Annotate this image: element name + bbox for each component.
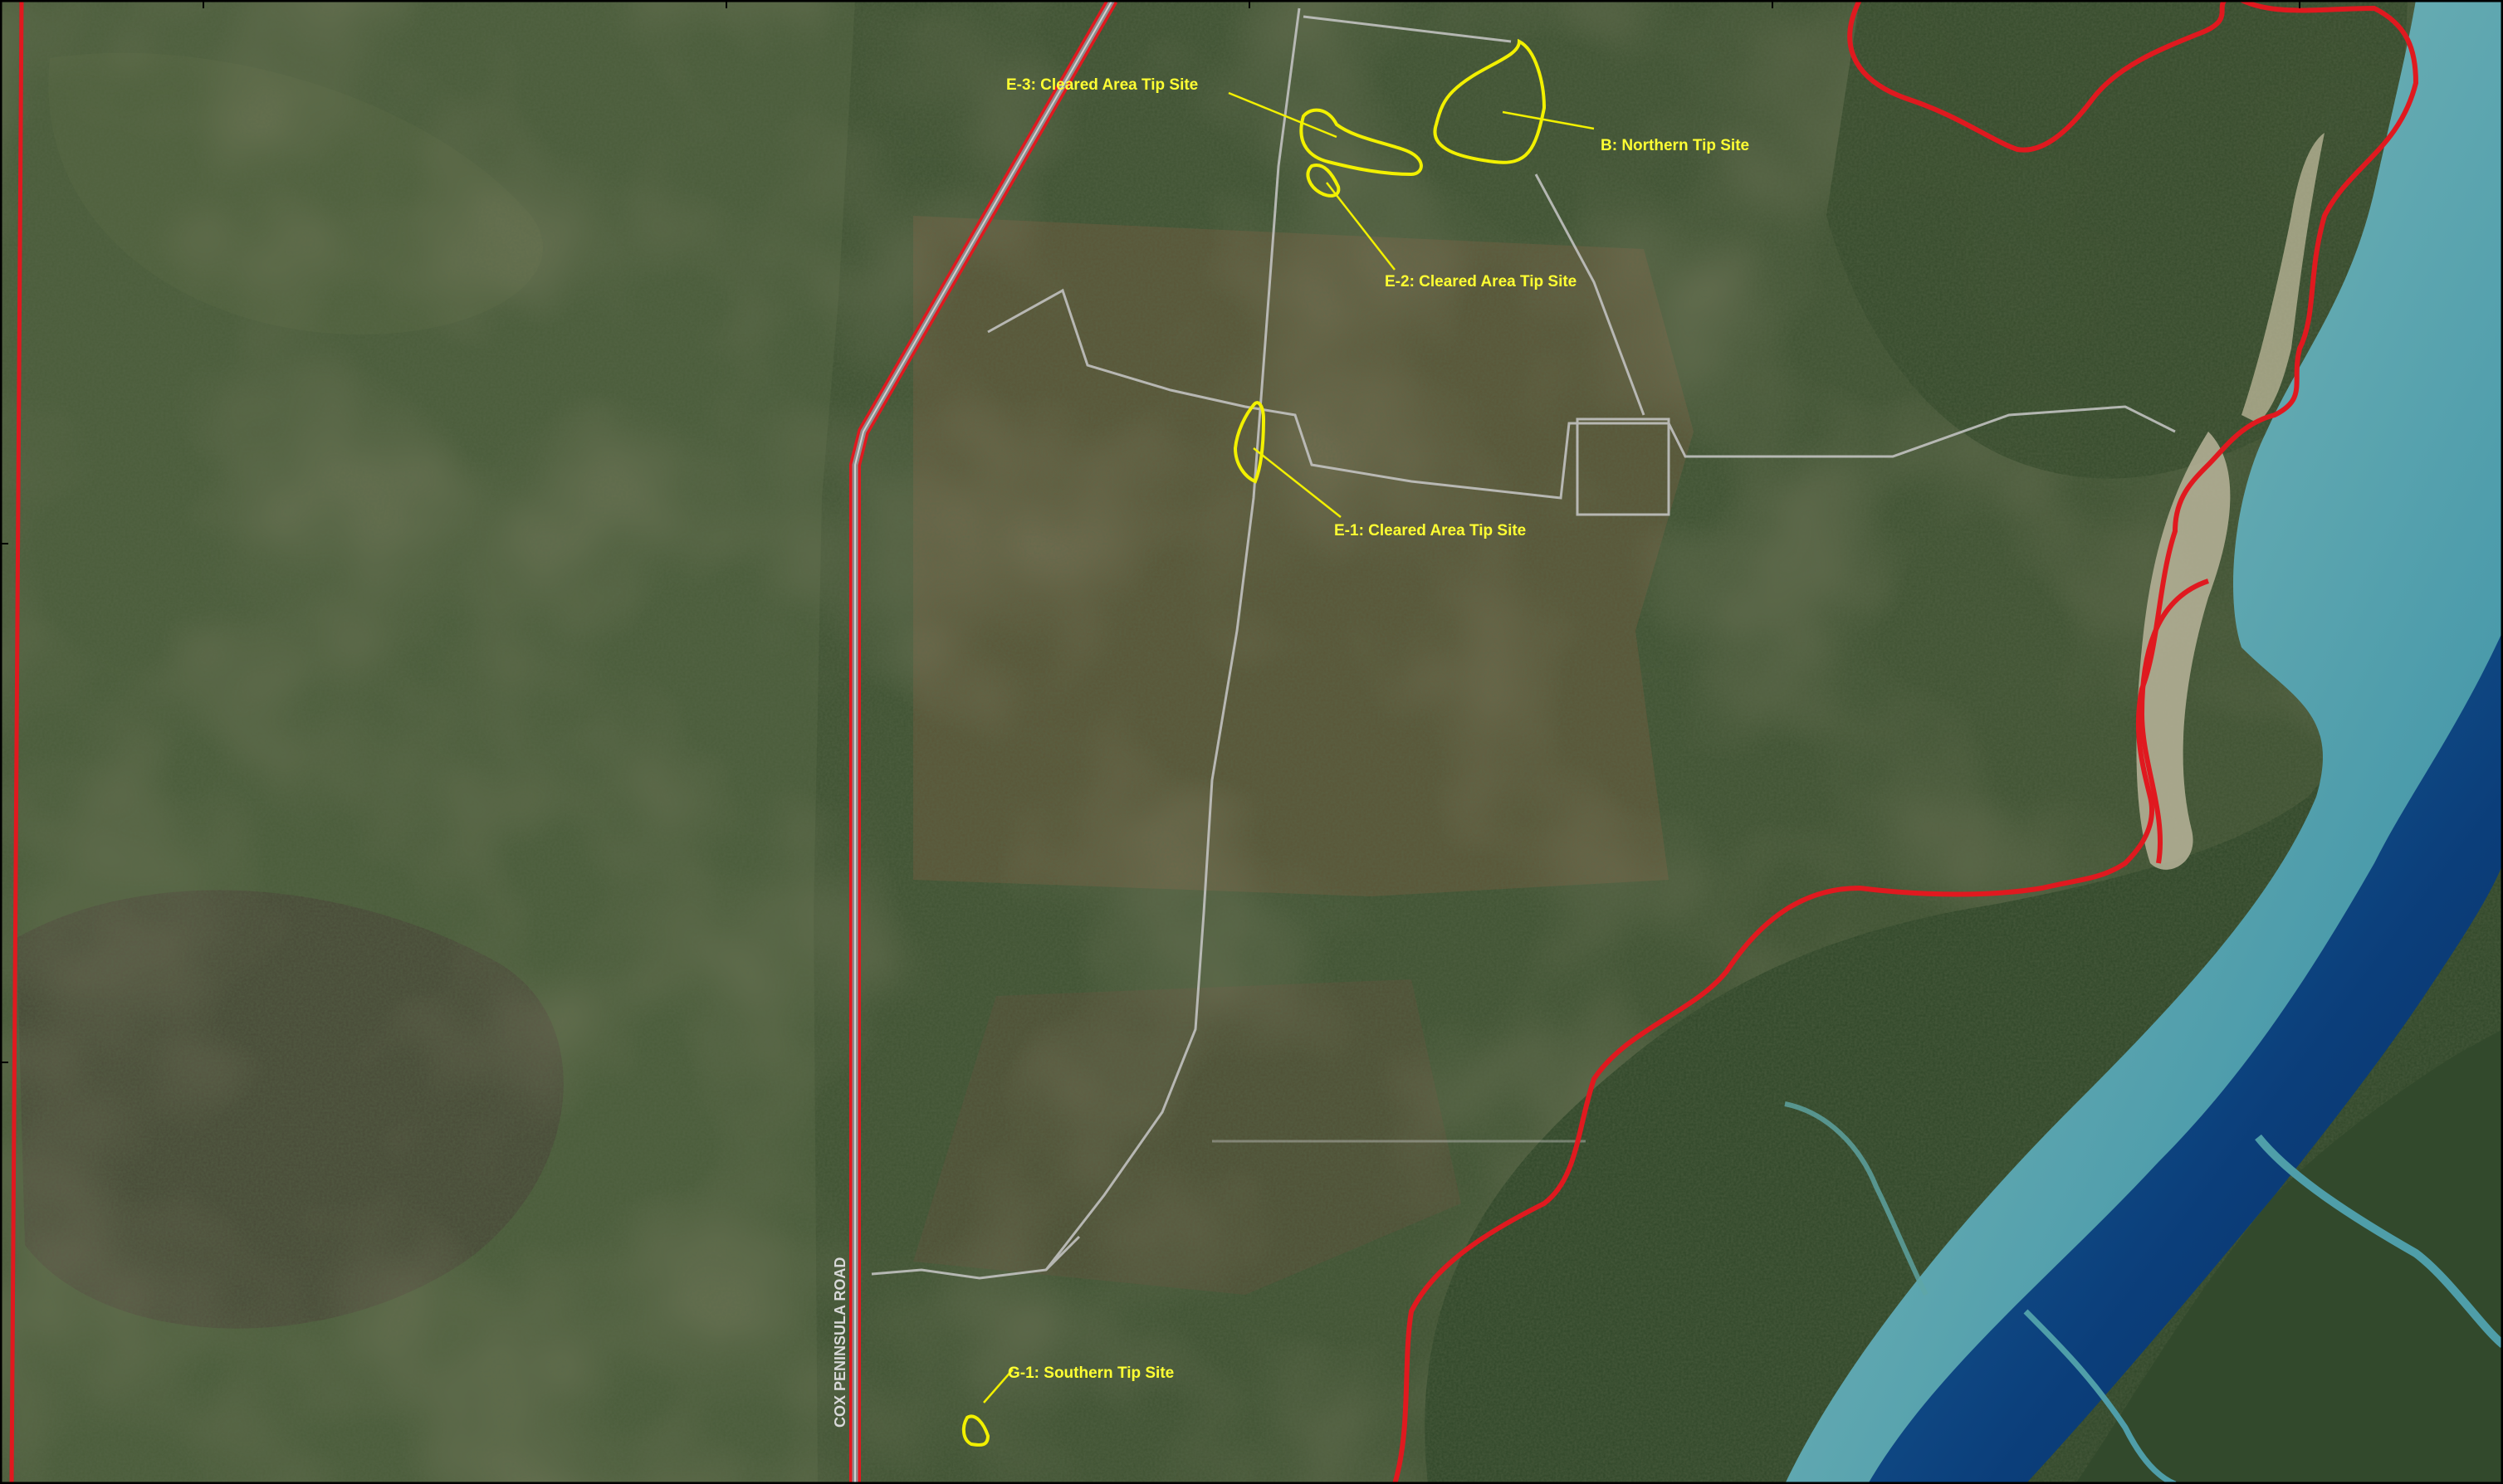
shallow-water: [1785, 0, 2503, 1484]
deep-channel: [1868, 631, 2503, 1484]
track-diagonal: [1534, 173, 1645, 416]
label-e1: E-1: Cleared Area Tip Site: [1334, 522, 1526, 539]
tidal-creek: [2255, 1134, 2503, 1348]
track-east-west: [987, 288, 2176, 500]
boundary-coastal-north: [1847, 0, 2227, 153]
leader-g1: [983, 1369, 1014, 1403]
site-g1-outline[interactable]: [961, 1414, 990, 1447]
track-north: [1303, 15, 1512, 43]
site-b-outline[interactable]: [1433, 38, 1547, 164]
label-e2: E-2: Cleared Area Tip Site: [1385, 273, 1577, 290]
site-e3-outline[interactable]: [1299, 108, 1423, 177]
track-cleared-square: [1576, 417, 1670, 516]
leader-b: [1502, 110, 1595, 130]
leader-lines: [983, 91, 1595, 1403]
boundary-coastal-main: [1392, 0, 2419, 1484]
track-network: [871, 7, 2176, 1280]
site-e2-outline[interactable]: [1306, 164, 1341, 198]
cox-peninsula-road: [849, 0, 1118, 1484]
tip-sites: [961, 38, 1547, 1447]
tidal-creek: [2023, 1309, 2177, 1484]
sand-spit: [2136, 432, 2231, 870]
island-southeast: [2075, 1029, 2503, 1484]
label-g1: G-1: Southern Tip Site: [1008, 1364, 1174, 1382]
leader-e3: [1228, 91, 1337, 139]
label-e3: E-3: Cleared Area Tip Site: [1006, 76, 1198, 94]
site-e1-outline[interactable]: [1233, 401, 1266, 484]
boundary-west: [9, 0, 24, 1484]
track-south-spur: [871, 1235, 1081, 1280]
leader-e1: [1253, 447, 1342, 518]
tidal-creek: [1784, 1101, 1929, 1296]
beach-strip: [2241, 133, 2325, 423]
track-main-north-south: [1044, 7, 1301, 1271]
label-b: B: Northern Tip Site: [1601, 137, 1749, 154]
road-label: COX PENINSULA ROAD: [832, 1257, 848, 1428]
boundary-coastal-spit: [2139, 578, 2209, 864]
leader-e2: [1326, 182, 1396, 271]
site-labels: E-3: Cleared Area Tip Site B: Northern T…: [1006, 76, 1749, 1382]
